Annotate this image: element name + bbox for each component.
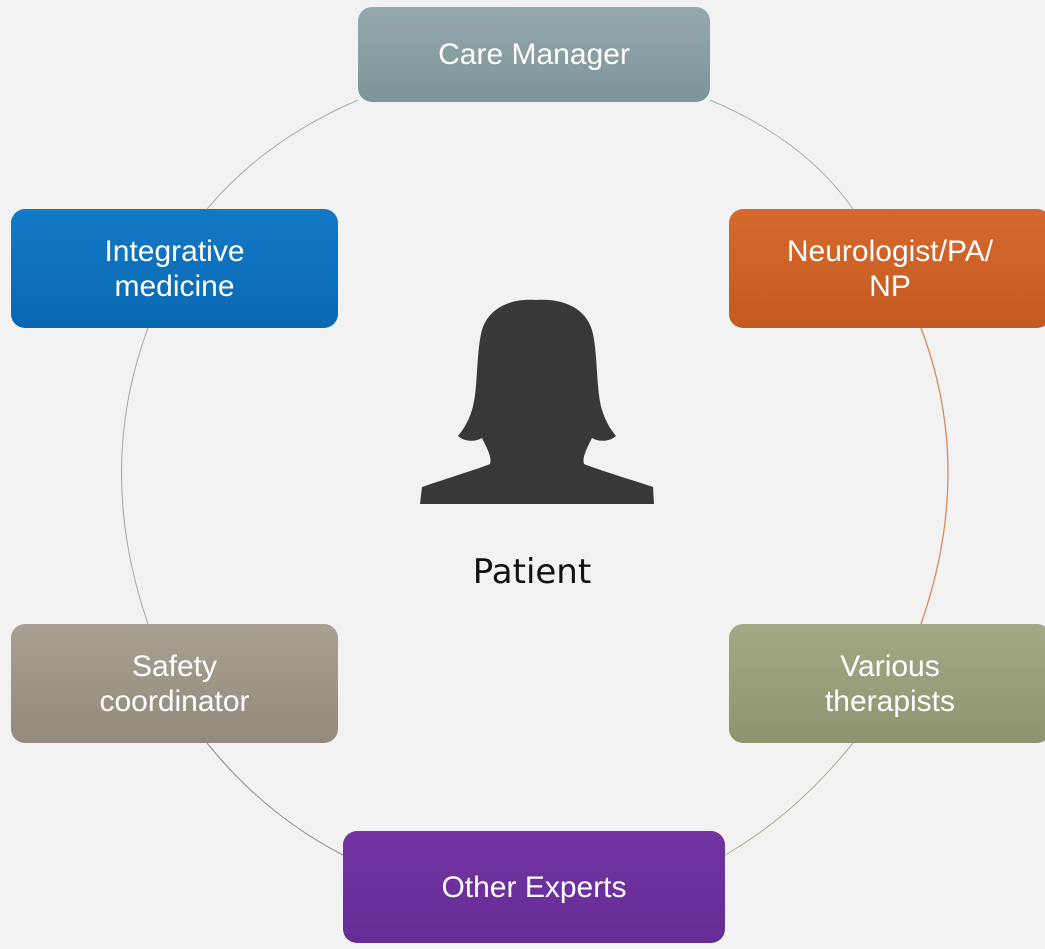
node-integrative-medicine: Integrative medicine: [11, 209, 338, 328]
connector-therapists-experts: [724, 742, 854, 856]
patient-label: Patient: [472, 552, 592, 592]
node-neurologist: Neurologist/PA/ NP: [729, 209, 1045, 328]
node-various-therapists: Various therapists: [729, 624, 1045, 743]
connector-integrative-care: [206, 99, 359, 210]
connector-care-neuro: [709, 99, 854, 210]
node-safety-coordinator: Safety coordinator: [11, 624, 338, 743]
connector-neuro-therapists: [920, 327, 949, 625]
connector-experts-safety: [206, 742, 344, 856]
node-other-experts: Other Experts: [343, 831, 725, 943]
connector-safety-integrative: [121, 327, 149, 625]
node-care-manager: Care Manager: [358, 7, 710, 102]
person-silhouette-icon: [420, 299, 654, 504]
